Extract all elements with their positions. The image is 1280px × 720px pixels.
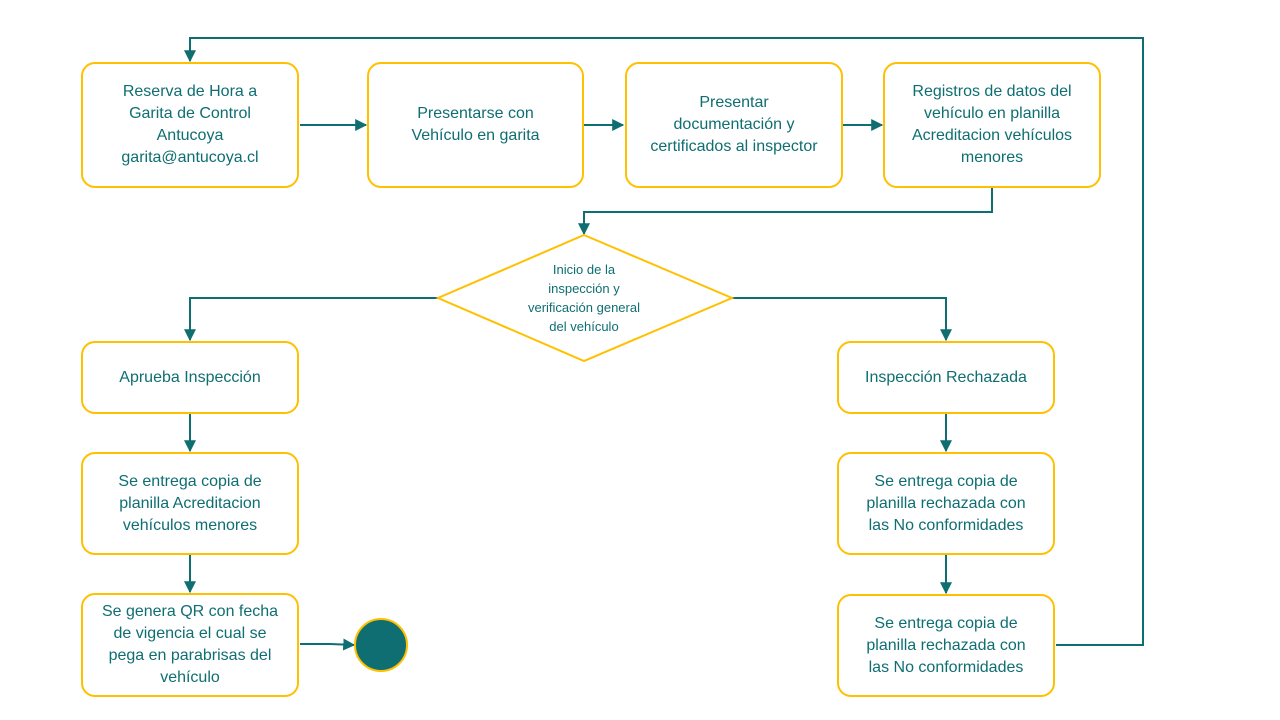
node-copia-planilla-rechazada-2: Se entrega copia de planilla rechazada c…	[837, 594, 1055, 697]
node-copia-planilla-aprobada-label: Se entrega copia de planilla Acreditacio…	[118, 472, 262, 534]
node-copia-planilla-rechazada-1-label: Se entrega copia de planilla rechazada c…	[866, 472, 1026, 534]
node-copia-planilla-rechazada-1: Se entrega copia de planilla rechazada c…	[837, 452, 1055, 555]
node-genera-qr: Se genera QR con fecha de vigencia el cu…	[81, 593, 299, 697]
node-copia-planilla-aprobada: Se entrega copia de planilla Acreditacio…	[81, 452, 299, 555]
node-presentar-documentacion: Presentar documentación y certificados a…	[625, 62, 843, 188]
node-presentar-documentacion-label: Presentar documentación y certificados a…	[650, 94, 818, 155]
node-genera-qr-label: Se genera QR con fecha de vigencia el cu…	[101, 603, 279, 686]
node-reserva-hora-label: Reserva de Hora a Garita de Control Antu…	[121, 83, 259, 166]
node-presentarse-vehiculo-label: Presentarse con Vehículo en garita	[411, 105, 540, 144]
node-presentarse-vehiculo: Presentarse con Vehículo en garita	[367, 62, 584, 188]
node-reserva-hora: Reserva de Hora a Garita de Control Antu…	[81, 62, 299, 188]
end-node-circle	[354, 618, 408, 672]
decision-diamond-label: Inicio de la inspección y verificación g…	[527, 262, 640, 334]
node-registros-datos: Registros de datos del vehículo en plani…	[883, 62, 1101, 188]
node-aprueba-inspeccion-label: Aprueba Inspección	[119, 368, 261, 386]
arrow-loop-back-to-reserva	[184, 37, 1144, 646]
arrow-registros-to-decision	[578, 188, 993, 236]
decision-diamond	[435, 233, 735, 363]
node-aprueba-inspeccion: Aprueba Inspección	[81, 341, 299, 414]
node-copia-planilla-rechazada-2-label: Se entrega copia de planilla rechazada c…	[866, 614, 1026, 676]
node-inspeccion-rechazada-label: Inspección Rechazada	[865, 368, 1027, 386]
node-inspeccion-rechazada: Inspección Rechazada	[837, 341, 1055, 414]
arrow-decision-to-rechazada	[731, 297, 952, 342]
node-registros-datos-label: Registros de datos del vehículo en plani…	[911, 83, 1073, 166]
arrow-qr-to-end	[300, 638, 356, 651]
decision-diamond-text: Inicio de la inspección y verificación g…	[500, 250, 668, 346]
arrow-decision-to-aprueba	[184, 297, 438, 342]
